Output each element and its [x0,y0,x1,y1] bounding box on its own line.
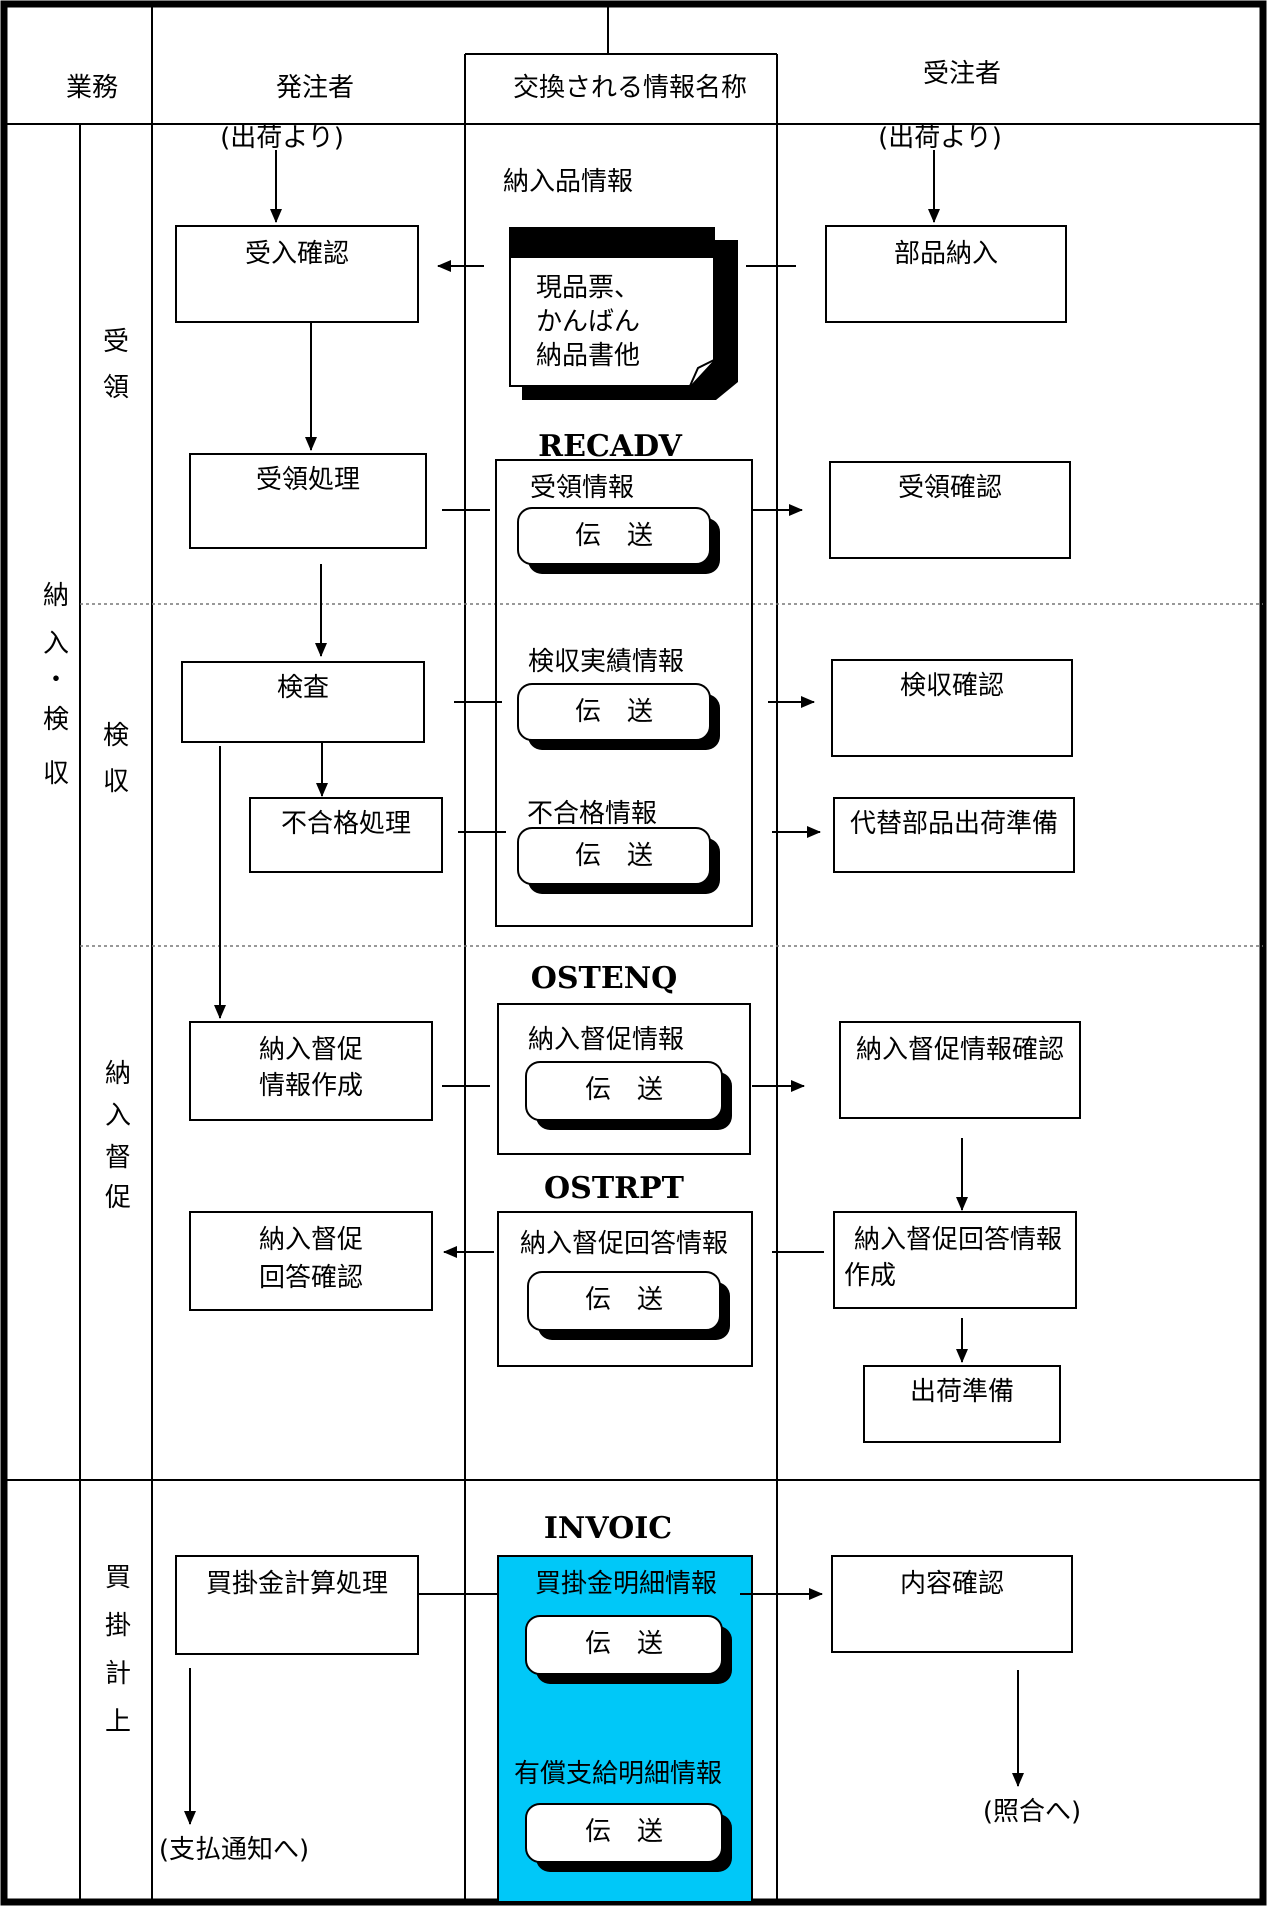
svg-text:収: 収 [103,767,129,797]
svg-text:促: 促 [105,1183,131,1213]
receipt-check-label: 受入確認 [245,239,349,269]
category-urge-label: 納 入 督 促 [105,1059,131,1213]
document-icon: 現品票、 かんばん 納品書他 [509,227,738,400]
inspection-confirm-label: 検収確認 [900,671,1004,701]
category-inspection-label: 検 収 [103,721,129,797]
urge-create-box: 納入督促 情報作成 [189,1021,433,1121]
urge-confirm-label: 納入督促情報確認 [856,1035,1064,1065]
replacement-prep-label: 代替部品出荷準備 [850,809,1058,839]
orderer-to-payment: (支払通知へ) [159,1835,309,1865]
transmit-label: 伝 送 [575,521,653,551]
svg-text:督: 督 [105,1143,131,1173]
transmit-label: 伝 送 [585,1285,663,1315]
doc-line-2: かんばん [536,307,640,337]
parts-delivery-label: 部品納入 [894,239,998,269]
urge-reply-create-label-2: 作成 [844,1261,896,1291]
transmit-label: 伝 送 [585,1629,663,1659]
header-business: 業務 [66,73,118,103]
urge-info-label: 納入督促情報 [528,1025,684,1055]
inspection-label: 検査 [277,673,329,703]
ostrpt-label: OSTRPT [544,1171,685,1206]
svg-text:検: 検 [43,705,69,735]
transmit-button-receiving: 伝 送 [517,507,720,574]
svg-text:買: 買 [105,1563,131,1593]
reject-info-label: 不合格情報 [527,799,657,829]
supplier-from-shipping: (出荷より) [878,123,1002,153]
ostrpt-group-box [497,1211,753,1367]
ostenq-label: OSTENQ [531,961,678,996]
svg-text:検: 検 [103,721,129,751]
category-main-label: 納 入 ・ 検 収 [43,581,69,789]
header-orderer: 発注者 [276,73,354,103]
urge-reply-check-box: 納入督促 回答確認 [189,1211,433,1311]
receiving-process-box: 受領処理 [189,453,427,549]
urge-reply-create-label-1: 納入督促回答情報 [854,1225,1062,1255]
ship-prep-label: 出荷準備 [910,1377,1014,1407]
payable-calc-label: 買掛金計算処理 [206,1569,388,1599]
svg-text:収: 収 [43,759,69,789]
urge-create-label-1: 納入督促 [259,1035,363,1065]
orderer-from-shipping: (出荷より) [220,123,344,153]
transmit-button-payable: 伝 送 [525,1615,732,1684]
paid-supply-detail-info-label: 有償支給明細情報 [514,1759,722,1789]
transmit-label: 伝 送 [575,841,653,871]
ship-prep-box: 出荷準備 [863,1365,1061,1443]
content-confirm-label: 内容確認 [900,1569,1004,1599]
urge-confirm-box: 納入督促情報確認 [839,1021,1081,1119]
content-confirm-box: 内容確認 [831,1555,1073,1653]
svg-text:納: 納 [43,581,69,611]
transmit-button-urge: 伝 送 [525,1061,732,1130]
receiving-info-label: 受領情報 [530,473,634,503]
svg-text:・: ・ [43,665,69,695]
transmit-button-urge-reply: 伝 送 [527,1271,730,1340]
header-supplier: 受注者 [923,59,1001,89]
urge-reply-create-box: 納入督促回答情報 作成 [833,1211,1077,1309]
receipt-confirm-label: 受領確認 [898,473,1002,503]
recadv-group-box [495,459,753,927]
category-receiving-label: 受 領 [103,327,129,403]
svg-text:入: 入 [43,629,69,659]
reject-process-label: 不合格処理 [281,809,411,839]
receipt-confirm-box: 受領確認 [829,461,1071,559]
header-exchanged-info: 交換される情報名称 [513,73,747,103]
receipt-check-box: 受入確認 [175,225,419,323]
parts-delivery-box: 部品納入 [825,225,1067,323]
transmit-label: 伝 送 [585,1817,663,1847]
transmit-label: 伝 送 [575,697,653,727]
urge-create-label-2: 情報作成 [259,1071,363,1101]
svg-text:計: 計 [105,1659,131,1689]
urge-reply-check-label-2: 回答確認 [259,1263,363,1293]
svg-text:納: 納 [105,1059,131,1089]
ostenq-group-box [497,1003,751,1155]
supplier-to-matching: (照合へ) [983,1797,1081,1827]
urge-reply-info-label: 納入督促回答情報 [520,1229,728,1259]
reject-process-box: 不合格処理 [249,797,443,873]
svg-text:領: 領 [103,373,129,403]
replacement-prep-box: 代替部品出荷準備 [833,797,1075,873]
invoic-label: INVOIC [544,1511,672,1546]
recadv-label: RECADV [538,429,682,464]
inspection-box: 検査 [181,661,425,743]
svg-text:上: 上 [105,1707,131,1737]
doc-line-1: 現品票、 [536,273,640,303]
doc-line-3: 納品書他 [536,341,640,371]
svg-text:受: 受 [103,327,129,357]
svg-text:入: 入 [105,1101,131,1131]
delivery-items-info: 納入品情報 [503,167,633,197]
urge-reply-check-label-1: 納入督促 [259,1225,363,1255]
category-payable-label: 買 掛 計 上 [105,1563,131,1737]
transmit-button-inspection: 伝 送 [517,683,720,750]
transmit-button-reject: 伝 送 [517,827,720,894]
transmit-button-paid-supply: 伝 送 [525,1803,732,1872]
svg-text:掛: 掛 [105,1611,131,1641]
payable-calc-box: 買掛金計算処理 [175,1555,419,1655]
payable-detail-info-label: 買掛金明細情報 [535,1569,717,1599]
inspection-info-label: 検収実績情報 [528,647,684,677]
receiving-process-label: 受領処理 [256,465,360,495]
transmit-label: 伝 送 [585,1075,663,1105]
inspection-confirm-box: 検収確認 [831,659,1073,757]
